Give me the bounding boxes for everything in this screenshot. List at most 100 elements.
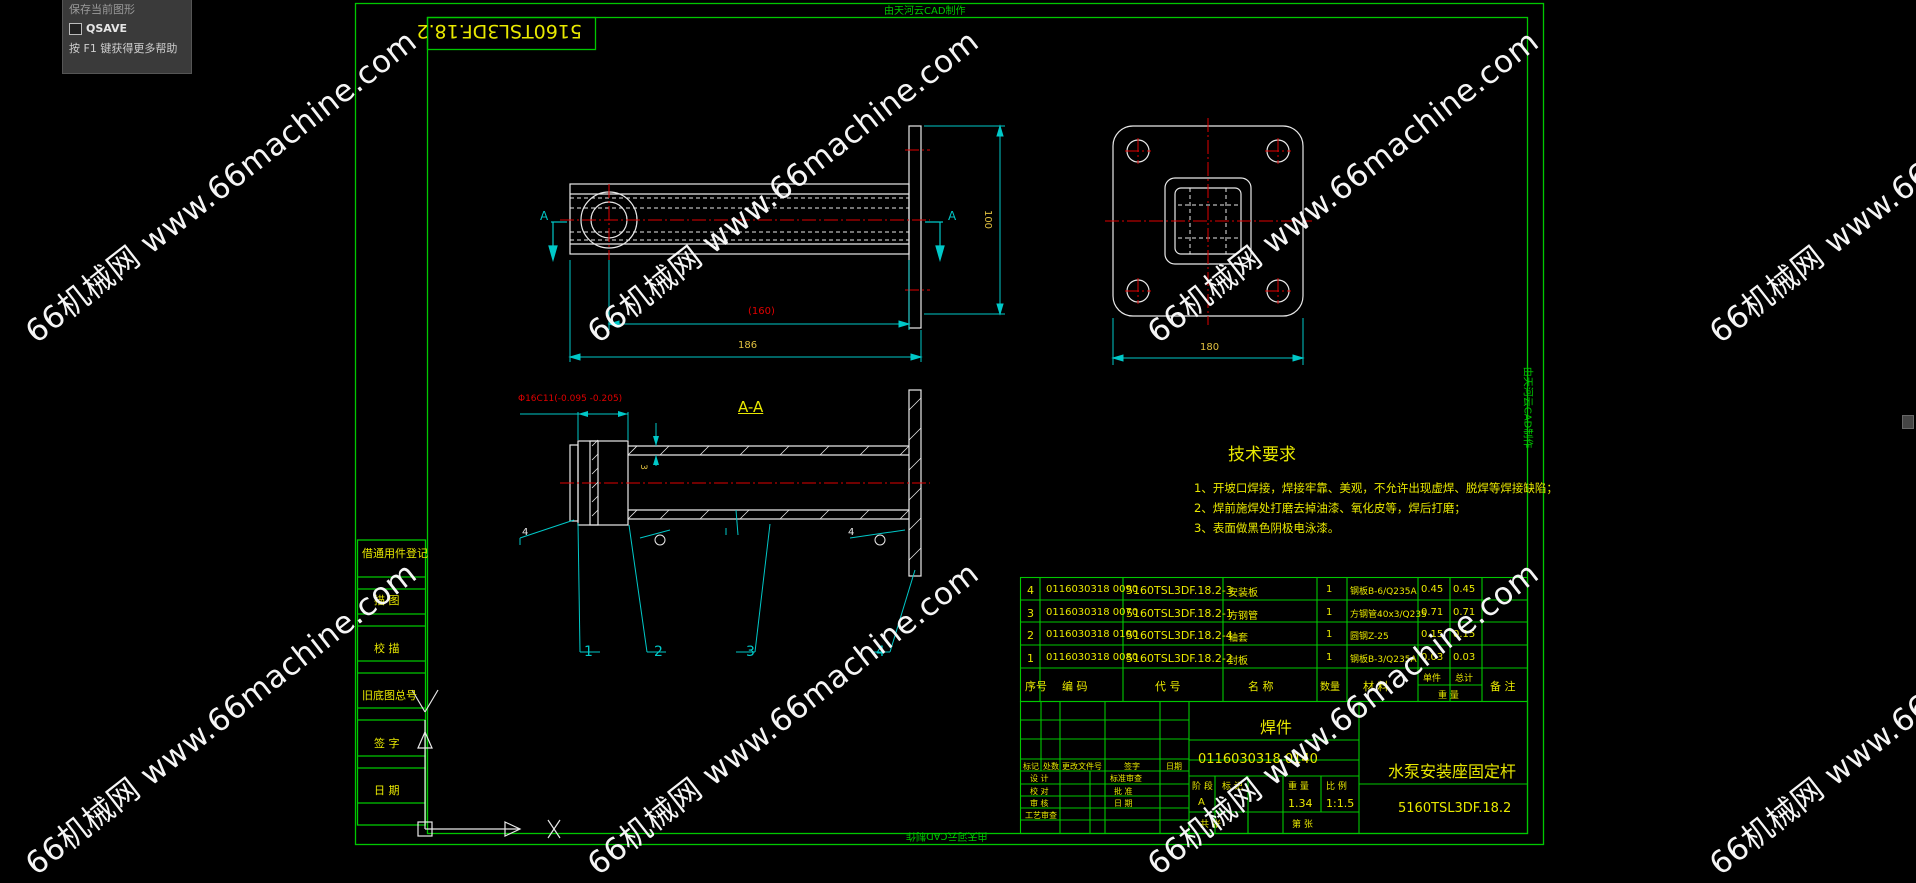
bom-cell-qty: 1 — [1326, 584, 1333, 595]
tooltip-command: QSAVE — [69, 18, 185, 40]
arrow-label-right: A — [948, 209, 957, 223]
bom-cell-drawing: 5160TSL3DF.18.2-2 — [1126, 652, 1233, 665]
label-review: 审 核 — [1030, 799, 1049, 808]
bom-cell-no: 4 — [1027, 584, 1034, 597]
tech-requirements-title: 技术要求 — [1228, 445, 1296, 465]
label-count: 处数 — [1043, 762, 1059, 771]
scrollbar-thumb[interactable] — [1902, 415, 1914, 429]
bom-cell-w2: 0.03 — [1453, 652, 1476, 663]
bom-cell-qty: 1 — [1326, 652, 1333, 663]
section-view — [519, 389, 930, 653]
section-label: A-A — [738, 398, 764, 416]
title-part-name: 水泵安装座固定杆 — [1388, 762, 1517, 781]
dim-r: 3 — [637, 464, 648, 470]
bom-cell-drawing: 5160TSL3DF.18.2-4 — [1126, 629, 1233, 642]
ucs-icon — [411, 689, 561, 839]
bom-cell-code: 0116030318 0080 — [1046, 652, 1139, 663]
bom-cell-code: 0116030318 0090 — [1046, 584, 1139, 595]
bom-cell-material: 钢板B-6/Q235A — [1350, 587, 1417, 597]
bom-cell-no: 1 — [1027, 652, 1034, 665]
bom-cell-qty: 1 — [1326, 607, 1333, 618]
bom-cell-no: 3 — [1027, 607, 1034, 620]
bom-header-name: 名 称 — [1248, 680, 1274, 693]
dim-180: 180 — [1200, 342, 1220, 353]
tooltip-title: 保存当前图形 — [69, 3, 135, 16]
cad-drawing-canvas[interactable] — [0, 0, 1916, 847]
title-block-grid — [1019, 700, 1529, 835]
bom-cell-name: 封板 — [1228, 656, 1248, 667]
side-label-2: 校 描 — [374, 642, 400, 655]
bom-cell-name: 安装板 — [1228, 588, 1258, 599]
bom-header-material: 材 料 — [1363, 680, 1389, 693]
label-weight: 重 量 — [1288, 782, 1309, 792]
label-design: 设 计 — [1030, 774, 1049, 783]
weld-mark-2: 4 — [848, 527, 855, 538]
dim-tolerance: Φ16C11(-0.095 -0.205) — [518, 394, 623, 404]
label-check: 校 对 — [1030, 787, 1049, 796]
side-label-4: 签 字 — [374, 737, 400, 750]
label-mark2: 标 记 — [1222, 782, 1243, 792]
label-date: 日期 — [1166, 762, 1182, 771]
dim-160: (160) — [748, 306, 775, 317]
bom-header-drawing: 代 号 — [1155, 680, 1181, 693]
bom-header-qty: 数量 — [1320, 682, 1340, 693]
bom-cell-w1: 0.71 — [1421, 607, 1444, 618]
bom-cell-w1: 0.45 — [1421, 584, 1444, 595]
balloon-1: 1 — [584, 644, 593, 660]
dim-100: 100 — [982, 209, 994, 230]
bom-cell-code: 0116030318 0100 — [1046, 629, 1139, 640]
title-code: 0116030318 0140 — [1198, 752, 1318, 767]
tech-item-3: 3、表面做黑色阴极电泳漆。 — [1194, 521, 1340, 535]
label-std: 标准审查 — [1110, 774, 1142, 783]
balloon-4: 4 — [876, 644, 885, 660]
side-label-1: 描 图 — [374, 594, 400, 607]
bom-header-weight: 重 量 — [1438, 691, 1459, 701]
tech-item-2: 2、焊前施焊处打磨去掉油漆、氧化皮等，焊后打磨； — [1194, 501, 1466, 515]
weld-mark-1: 4 — [522, 527, 529, 538]
label-approve: 批 准 — [1114, 787, 1133, 796]
bom-cell-name: 方钢管 — [1228, 611, 1258, 622]
balloon-2: 2 — [654, 644, 663, 660]
dim-186: 186 — [738, 340, 758, 351]
side-label-5: 日 期 — [374, 784, 400, 797]
bom-cell-drawing: 5160TSL3DF.18.2-3 — [1126, 584, 1233, 597]
bom-header-single: 单件 — [1423, 674, 1442, 684]
balloon-3: 3 — [746, 644, 755, 660]
tooltip-help: 按 F1 键获得更多帮助 — [69, 42, 178, 55]
drawing-frame — [354, 2, 1545, 846]
bom-cell-drawing: 5160TSL3DF.18.2-1 — [1126, 607, 1233, 620]
save-icon — [69, 23, 82, 35]
bom-cell-material: 钢板B-3/Q235A — [1350, 655, 1417, 665]
side-label-0: 借通用件登记 — [362, 547, 428, 560]
bom-cell-material: 方钢管40x3/Q235 — [1350, 610, 1427, 620]
front-view — [548, 124, 1005, 362]
tech-item-1: 1、开坡口焊接，焊接牢靠、美观，不允许出现虚焊、脱焊等焊接缺陷； — [1194, 481, 1558, 495]
title-weight: 1.34 — [1288, 797, 1313, 810]
command-tooltip: 保存当前图形 QSAVE 按 F1 键获得更多帮助 — [62, 0, 192, 74]
bom-cell-code: 0116030318 0070 — [1046, 607, 1139, 618]
label-sheets: 共 张 — [1200, 820, 1221, 830]
drawing-code-box: 5160TSL3DF.18.2 — [416, 20, 582, 42]
side-view — [1105, 118, 1312, 365]
label-sheet: 第 张 — [1292, 820, 1313, 830]
bom-cell-material: 圆钢Z-25 — [1350, 632, 1389, 642]
bom-header-code: 编 码 — [1062, 680, 1088, 693]
bom-cell-w1: 0.03 — [1421, 652, 1444, 663]
side-label-3: 旧底图总号 — [362, 689, 417, 702]
bom-cell-w2: 0.45 — [1453, 584, 1476, 595]
bom-cell-w1: 0.15 — [1421, 629, 1444, 640]
title-type: 焊件 — [1260, 718, 1293, 737]
bom-cell-qty: 1 — [1326, 629, 1333, 640]
bom-cell-w2: 0.71 — [1453, 607, 1476, 618]
title-scale: 1:1.5 — [1326, 797, 1355, 810]
label-stage: 阶 段 — [1192, 782, 1213, 792]
label-process: 工艺审查 — [1025, 811, 1057, 820]
label-date2: 日 期 — [1114, 799, 1133, 808]
label-change: 更改文件号 — [1062, 762, 1102, 771]
tooltip-command-name: QSAVE — [86, 22, 128, 35]
bottom-note: 由天河云CAD制作 — [906, 830, 988, 841]
bom-cell-w2: 0.15 — [1453, 629, 1476, 640]
bom-header-total: 总计 — [1455, 674, 1474, 684]
title-drawing-no: 5160TSL3DF.18.2 — [1398, 801, 1512, 816]
label-sign: 签字 — [1124, 762, 1140, 771]
